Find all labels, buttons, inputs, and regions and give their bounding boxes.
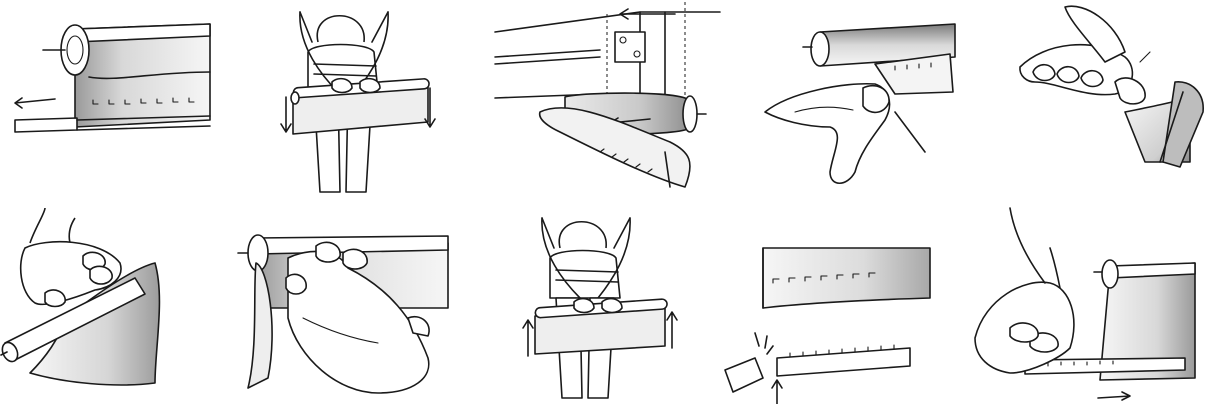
panel-8-raise-bar <box>490 208 720 398</box>
panel-1-roller-strip <box>5 2 235 192</box>
panel-10-slide-bar <box>970 208 1200 398</box>
panel-5-pull-fabric <box>975 2 1205 192</box>
hand-rolling-fabric-icon <box>5 208 235 398</box>
hand-sliding-bar-in-icon <box>970 208 1200 398</box>
roller-and-peeled-strip-icon <box>5 2 235 192</box>
hands-smoothing-fabric-icon <box>228 208 458 398</box>
panel-3-roller-bracket <box>490 2 720 192</box>
person-lowering-bar-icon <box>248 2 478 192</box>
panel-7-smooth-fabric <box>228 208 458 398</box>
panel-2-lower-bar <box>248 2 478 192</box>
person-raising-bar-icon <box>490 208 720 398</box>
panel-9-cut-bar <box>715 208 945 398</box>
panel-6-roll-fabric <box>5 208 235 398</box>
roller-in-wall-bracket-icon <box>490 2 720 192</box>
fingers-tearing-fabric-icon <box>735 2 965 192</box>
hand-pulling-fabric-icon <box>975 2 1205 192</box>
cutting-bar-to-length-icon <box>715 208 945 398</box>
panel-4-tear-fabric <box>735 2 965 192</box>
